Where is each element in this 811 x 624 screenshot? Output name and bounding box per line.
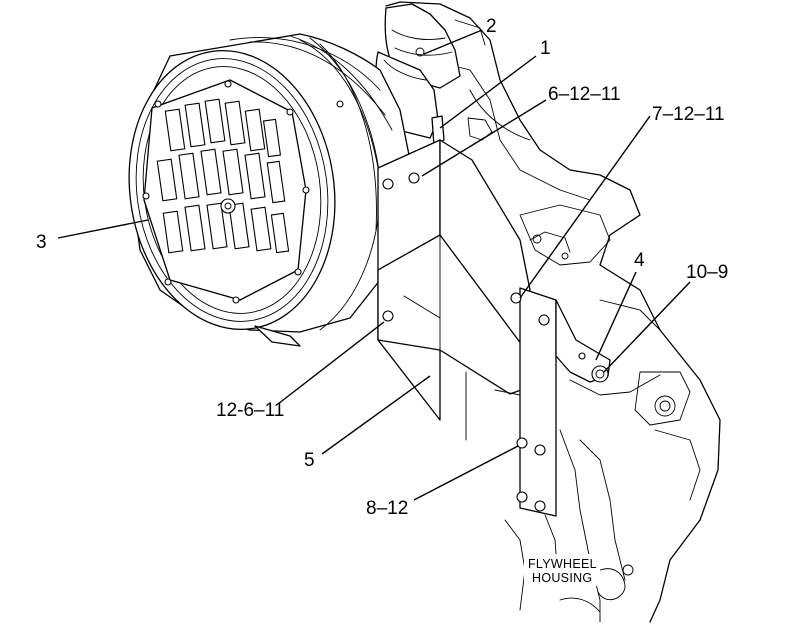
callout-5: 5 (304, 450, 315, 471)
air-cleaner-body (128, 33, 411, 347)
callout-12-6-11: 12-6–11 (216, 400, 284, 421)
leader-2 (423, 29, 483, 55)
callout-1: 1 (540, 38, 551, 59)
callout-3: 3 (36, 232, 47, 253)
flywheel-housing-label: FLYWHEEL HOUSING (524, 554, 600, 586)
leader-lines (57, 29, 691, 501)
leader-6-12-11 (421, 99, 547, 177)
leader-5 (321, 375, 431, 455)
callout-8-12: 8–12 (366, 498, 408, 519)
callout-labels: 2 1 6–12–11 7–12–11 3 4 10–9 12-6–11 5 8… (36, 16, 728, 519)
housing-label-line1: FLYWHEEL (528, 557, 597, 571)
leader-7-12-11 (519, 115, 651, 299)
mounting-bracket (377, 139, 557, 517)
leader-4 (595, 271, 637, 361)
callout-4: 4 (634, 250, 645, 271)
leader-10-9 (603, 281, 691, 373)
leader-8-12 (413, 445, 519, 501)
callout-6-12-11: 6–12–11 (548, 84, 621, 105)
engine-block (385, 1, 721, 623)
callout-10-9: 10–9 (686, 262, 728, 283)
leader-12-6-11 (277, 321, 385, 405)
leader-3 (57, 219, 149, 239)
housing-label-line2: HOUSING (532, 571, 592, 585)
callout-2: 2 (486, 16, 497, 37)
support-strap (555, 299, 611, 383)
leader-1 (439, 55, 537, 129)
callout-7-12-11: 7–12–11 (652, 104, 725, 125)
